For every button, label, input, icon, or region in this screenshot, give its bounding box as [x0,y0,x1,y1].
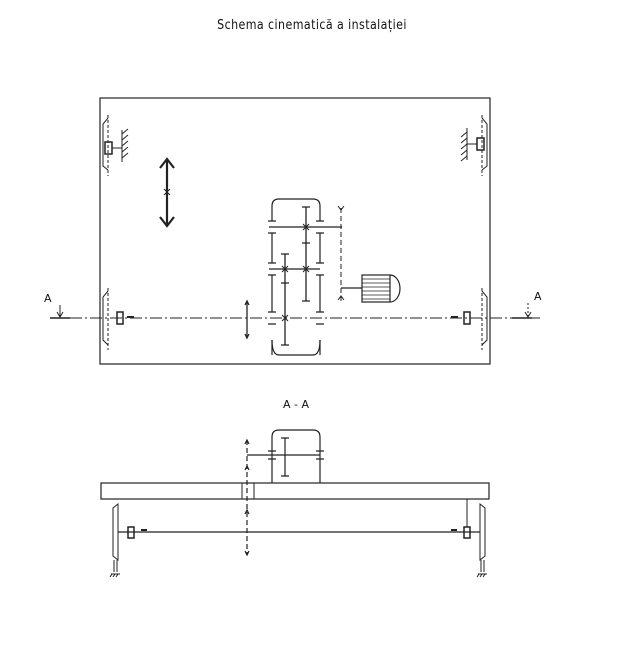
electric-motor-icon [361,274,401,303]
section-mark-label-left: A [44,292,52,305]
gear-shafts [269,206,342,346]
wheel-bottom-right-icon [451,288,488,350]
diagram-title: Schema cinematică a instalației [217,18,407,33]
plan-frame [99,97,491,365]
section-view-title: A - A [283,398,310,411]
section-mark-left [50,305,70,319]
section-wheel-left-icon [109,502,147,578]
travel-direction-arrow-icon [159,157,175,228]
gearbox-housing [268,198,324,356]
belt-drive-icon [337,205,362,302]
wheel-top-right-icon [460,115,488,176]
section-mark-label-right: A [534,290,542,303]
wheel-top-left-icon [102,115,129,176]
section-drive-gear-icon [244,438,250,557]
section-gearbox [247,429,324,483]
section-mark-right [512,303,532,319]
output-gear-icon [244,299,250,340]
section-wheel-right-icon [451,499,487,578]
beam-opening [241,483,255,499]
bridge-beam [100,482,490,500]
wheel-bottom-left-icon [102,288,134,350]
